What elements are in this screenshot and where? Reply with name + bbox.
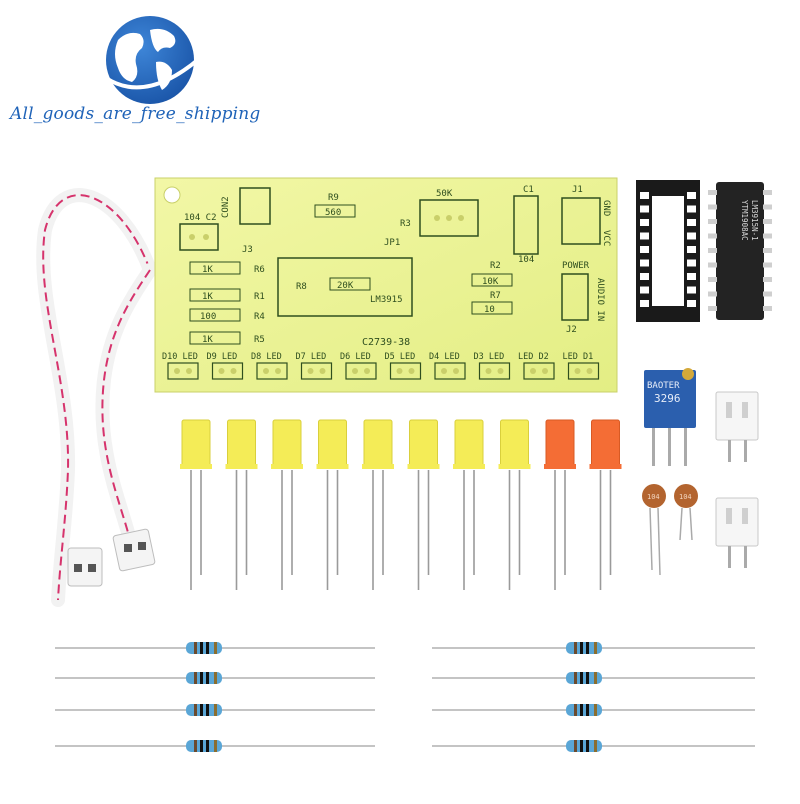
pcb-label-r8: R8 [296,282,307,292]
led-pad [434,362,466,380]
led-pad [211,362,244,380]
jst-header-2 [715,497,759,568]
pcb-led-label: D10 LED [162,352,198,362]
pcb-label-r8-value: 20K [337,281,354,291]
pcb-label-r1-value: 1K [202,292,213,302]
ribbon-cable [36,188,157,607]
pcb-led-label: LED D1 [563,352,594,362]
pcb-label-r9-value: 560 [325,208,341,218]
pcb-led-label: D6 LED [340,352,371,362]
cable-connector-left [67,547,103,587]
led-yellow [271,419,303,590]
pcb-label-r9: R9 [328,193,339,203]
pcb-label-con2: CON2 [221,196,231,218]
resistor [432,740,755,752]
pcb-label-audio-in: AUDIO IN [595,278,605,321]
ic-marking-2: LM3915N-1 [750,200,759,241]
led-pad [300,362,333,380]
pcb-led-label: D9 LED [207,352,238,362]
brand-text: All_goods_are_free_shipping [10,104,261,124]
pcb-label-gnd: GND [601,200,611,216]
ceramic-capacitor-1: 104 [642,484,666,576]
led-yellow [225,419,258,590]
pcb-led-label: D5 LED [385,352,416,362]
resistor [432,704,755,716]
trimmer-marking-2: 3296 [654,392,681,405]
led-pad [389,362,422,380]
pcb-led-label: D4 LED [429,352,460,362]
pcb-label-r4-value: 100 [200,312,216,322]
led-orange [544,419,576,590]
led-pad [567,362,600,380]
pcb-label-r2-value: 10K [482,277,499,287]
pcb-label-ic: LM3915 [370,295,403,305]
cable-connector-right [112,528,156,572]
pcb-label-j1: J1 [572,185,583,195]
pcb-label-r5: R5 [254,335,265,345]
led-yellow [362,419,394,590]
globe-logo [104,16,202,104]
pcb-label-j3: J3 [242,245,253,255]
led-yellow [407,419,440,590]
led-yellow [498,419,531,590]
led-orange [589,419,622,590]
pcb-label-r7: R7 [490,291,501,301]
pcb-label-pot: 50K [436,189,453,199]
pcb-led-label: D7 LED [296,352,327,362]
pcb-led-label: D8 LED [251,352,282,362]
led-yellow [453,419,485,590]
pcb-label-c2: 104 C2 [184,213,217,223]
pcb-board: R9 560 R3 50K C1 104 J1 GND VCC POWER 10… [154,177,618,393]
pcb-led-label: LED D2 [518,352,549,362]
resistor [55,704,375,716]
pcb-label-r6-value: 1K [202,265,213,275]
led-pad [167,362,199,380]
pcb-label-r5-value: 1K [202,335,213,345]
ceramic-capacitor-2: 104 [674,484,698,541]
pcb-label-vcc: VCC [601,230,611,246]
led-pad [256,362,288,380]
pcb-label-r7-value: 10 [484,305,495,315]
pcb-label-r2: R2 [490,261,501,271]
pcb-label-r3: R3 [400,219,411,229]
resistor [55,642,375,654]
ic-marking-1: YTM1908AC [740,200,749,241]
capacitor-marking-1: 104 [647,493,660,501]
pcb-label-j2: J2 [566,325,577,335]
ic-chip: YTM1908AC LM3915N-1 [708,182,772,320]
pcb-label-c1: C1 [523,185,534,195]
ic-socket [636,180,700,322]
led-pad [523,362,555,380]
resistor [55,740,375,752]
pcb-label-power: POWER [562,261,590,271]
trimmer-marking-1: BAOTER [647,381,680,391]
pcb-label-r4: R4 [254,312,265,322]
pcb-label-r6: R6 [254,265,265,275]
pcb-label-c1-value: 104 [518,255,534,265]
pcb-model-label: C2739-38 [362,337,410,348]
pcb-label-r1: R1 [254,292,265,302]
trimmer-potentiometer: BAOTER 3296 [644,368,696,466]
resistor [432,642,755,654]
capacitor-marking-2: 104 [679,493,692,501]
jst-header-1 [715,391,759,462]
led-yellow [316,419,349,590]
led-pad [478,362,511,380]
pcb-label-jp1: JP1 [384,238,400,248]
resistor [55,672,375,684]
resistor [432,672,755,684]
led-pad [345,362,377,380]
pcb-led-label: D3 LED [474,352,505,362]
led-yellow [180,419,212,590]
